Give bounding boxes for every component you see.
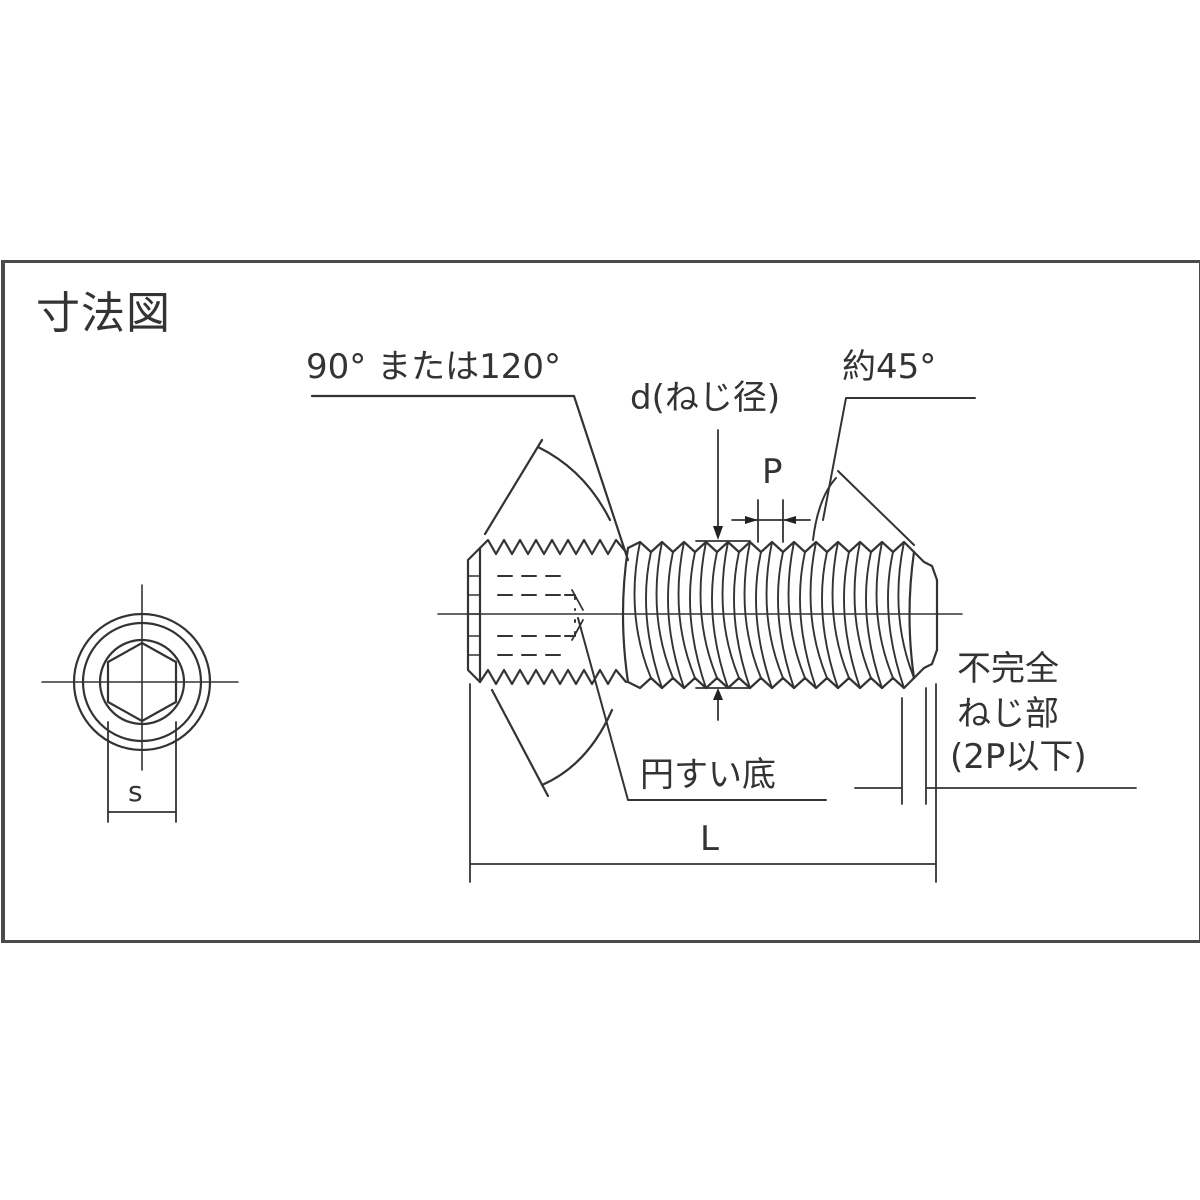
incomplete-thread-label-line3: (2P以下): [950, 737, 1087, 777]
incomplete-thread-label-line2: ねじ部: [957, 694, 1059, 734]
cone-bottom-label: 円すい底: [640, 755, 776, 795]
end-view: [41, 584, 239, 823]
length-label: L: [700, 819, 719, 859]
thread-diameter-label: d(ねじ径): [630, 378, 781, 418]
incomplete-thread-label-line1: 不完全: [957, 649, 1059, 689]
pitch-label: P: [762, 452, 783, 492]
chamfer-angle-label: 約45°: [842, 347, 937, 387]
drawing-title: 寸法図: [36, 288, 171, 339]
drawing-frame: [1, 260, 1200, 943]
tip-angle-label: 90° または120°: [306, 347, 561, 387]
side-view: [310, 394, 1137, 883]
hex-width-label: s: [128, 775, 143, 808]
